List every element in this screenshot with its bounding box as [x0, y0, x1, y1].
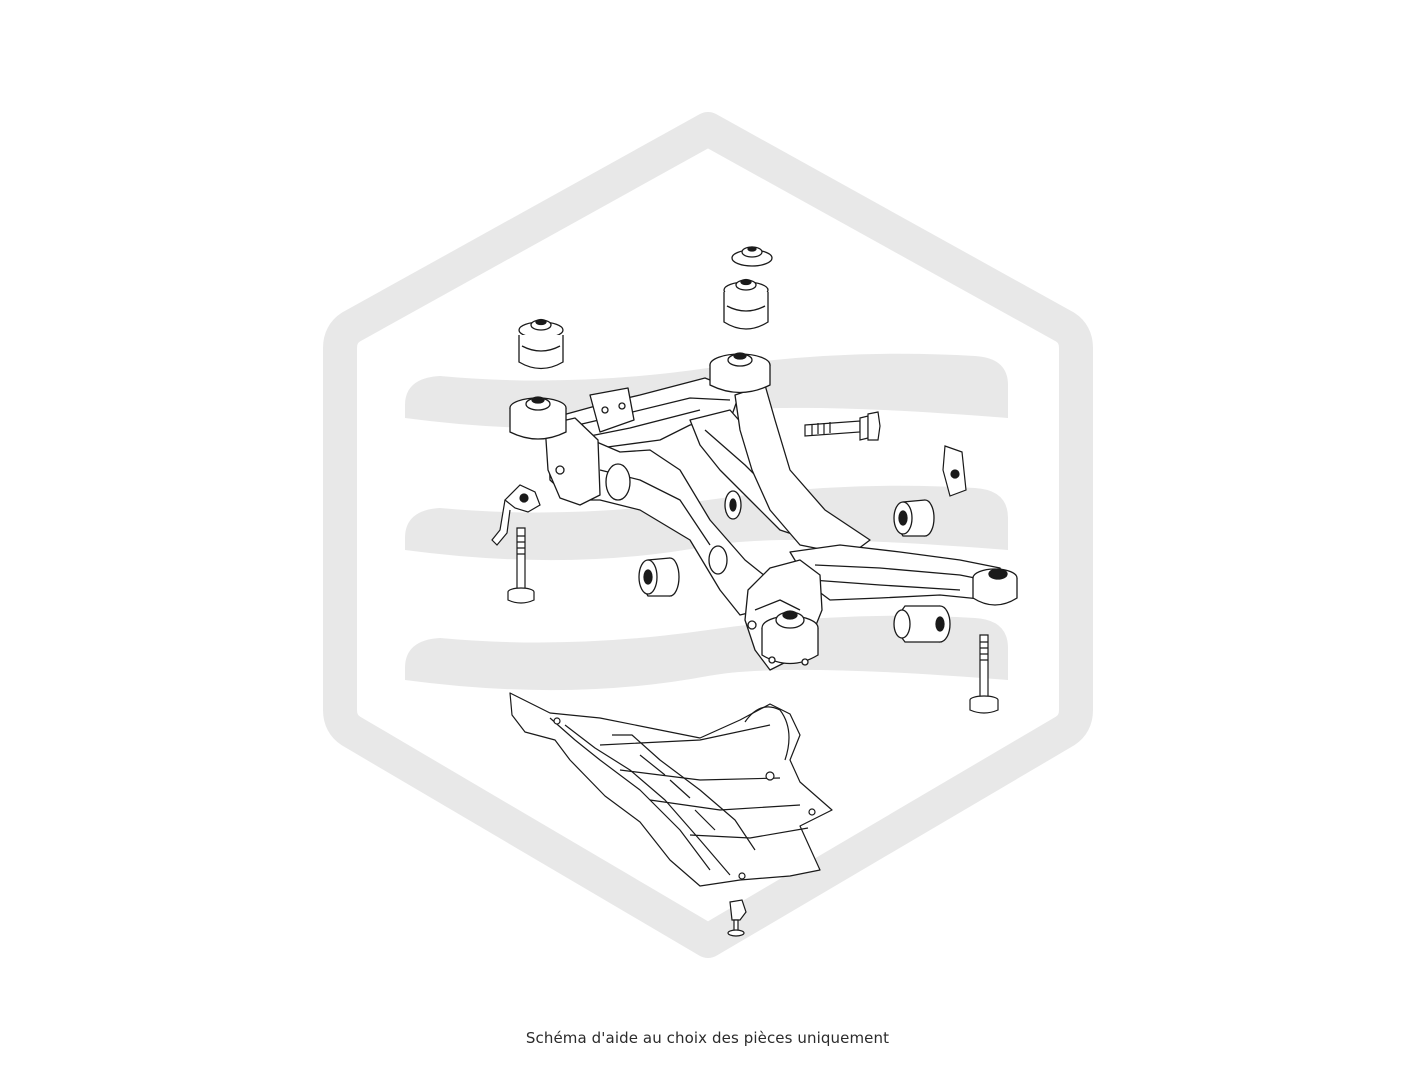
bracket-right [942, 445, 967, 497]
bolt-vertical-right [969, 634, 999, 714]
frame-bushing-front-left [509, 396, 567, 440]
bracket-left [491, 484, 541, 546]
frame-bushing-rear-right [972, 568, 1018, 606]
bushing-top-left [518, 318, 564, 370]
frame-bushing-rear-left [761, 610, 819, 666]
frame-bushing-front-right [709, 352, 771, 394]
bolt-vertical-left [507, 527, 535, 604]
bushing-lower-right [893, 605, 951, 643]
bushing-top-center [723, 278, 769, 330]
diagram-caption: Schéma d'aide au choix des pièces unique… [525, 1029, 890, 1047]
bushing-mid-left [638, 557, 680, 597]
bushing-center [724, 490, 742, 520]
under-shield [509, 692, 833, 887]
bushing-mid-right [893, 499, 935, 537]
clip-fastener [727, 899, 747, 937]
parts-diagram [323, 112, 1093, 958]
subframe [544, 377, 1009, 671]
bushing-top-cap [731, 246, 773, 267]
bolt-horizontal [804, 411, 881, 441]
